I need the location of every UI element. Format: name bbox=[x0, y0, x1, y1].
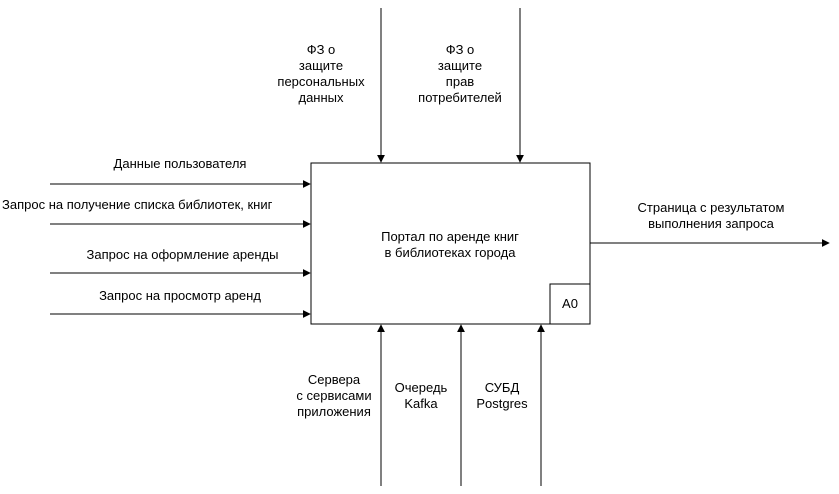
node-id-box bbox=[549, 283, 591, 325]
input-label-library-list-request: Запрос на получение списка библиотек, кн… bbox=[2, 197, 273, 212]
function-title: Портал по аренде книг в библиотеках горо… bbox=[381, 229, 519, 260]
output-label-result-page: Страница с результатом выполнения запрос… bbox=[637, 200, 785, 231]
input-label-rent-request: Запрос на оформление аренды bbox=[86, 247, 279, 262]
control-label-consumer-rights-law: ФЗ о защите прав потребителей bbox=[418, 42, 502, 105]
mechanism-label-kafka-queue: Очередь Kafka bbox=[394, 380, 448, 411]
input-label-user-data: Данные пользователя bbox=[113, 156, 247, 171]
input-label-view-rents-request: Запрос на просмотр аренд bbox=[99, 288, 261, 303]
control-label-personal-data-law: ФЗ о защите персональных данных bbox=[277, 42, 365, 105]
mechanism-label-postgres-dbms: СУБД Postgres bbox=[476, 380, 528, 411]
function-box[interactable] bbox=[310, 162, 591, 325]
node-id-label: A0 bbox=[562, 296, 578, 311]
mechanism-label-app-servers: Сервера с сервисами приложения bbox=[296, 372, 372, 419]
